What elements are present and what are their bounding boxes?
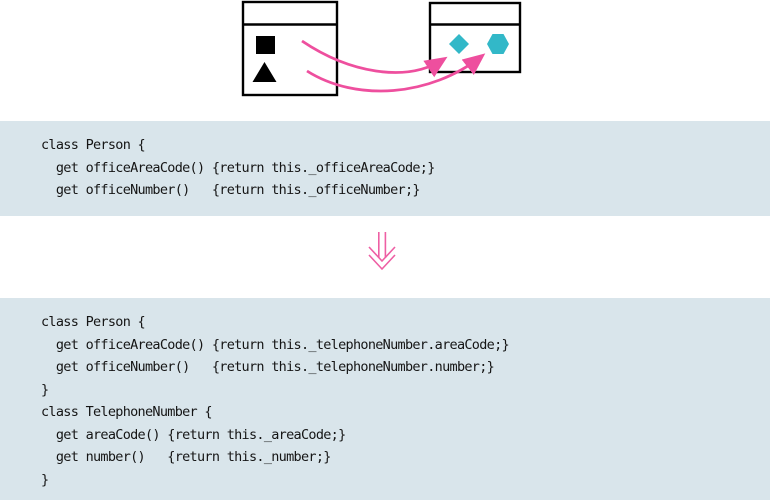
cyan-diamond-icon	[449, 34, 469, 54]
code-line: }	[41, 381, 49, 398]
code-after-block: class Person { get officeAreaCode() {ret…	[0, 298, 770, 500]
move-field-arrow-1	[301, 39, 448, 78]
code-line: }	[41, 471, 49, 488]
code-line: get officeNumber() {return this._officeN…	[41, 182, 421, 198]
move-field-arrow-2	[306, 53, 486, 93]
code-line: get officeAreaCode() {return this._offic…	[41, 159, 436, 176]
source-class-box	[241, 0, 339, 97]
transform-down-arrow-icon	[368, 232, 396, 271]
code-line: get officeAreaCode() {return this._telep…	[41, 336, 510, 353]
code-line: class Person {	[41, 137, 146, 153]
code-line: get areaCode() {return this._areaCode;}	[41, 426, 346, 443]
class-diagram	[241, 0, 522, 97]
code-line: get number() {return this._number;}	[41, 449, 332, 465]
black-square-icon	[256, 36, 275, 54]
code-before-block: class Person { get officeAreaCode() {ret…	[0, 121, 770, 216]
cyan-hexagon-icon	[487, 34, 509, 54]
code-line: class Person {	[41, 314, 146, 330]
black-triangle-icon	[252, 62, 277, 82]
code-line: class TelephoneNumber {	[41, 404, 213, 420]
code-line: get officeNumber() {return this._telepho…	[41, 359, 495, 375]
